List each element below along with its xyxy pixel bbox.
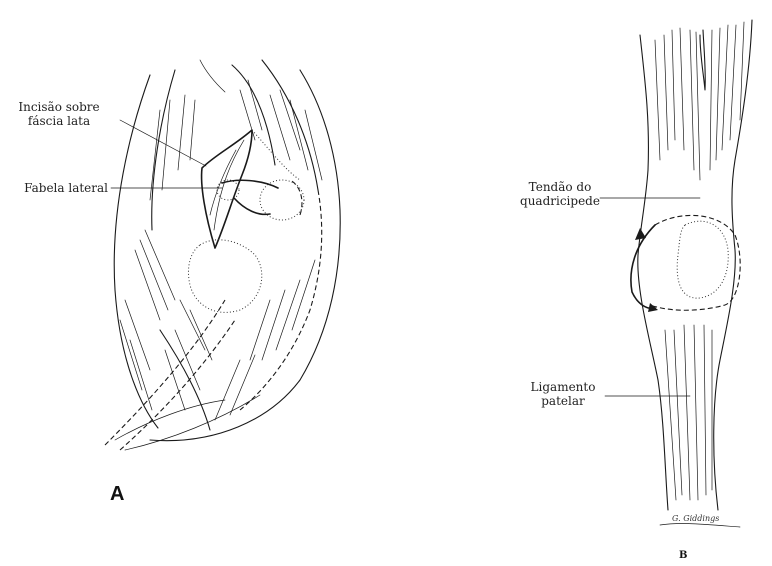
label-ligament: Ligamento patelar [522, 380, 604, 408]
label-ligament-line1: Ligamento [522, 380, 604, 394]
label-incision: Incisão sobre fáscia lata [0, 100, 118, 128]
label-tendon: Tendão do quadricipede [512, 180, 608, 208]
label-tendon-line2: quadricipede [512, 194, 608, 208]
artist-signature: G. Giddings [672, 514, 719, 523]
label-incision-line2: fáscia lata [0, 114, 118, 128]
panel-letter-a: A [110, 483, 124, 506]
panel-letter-b: B [679, 550, 687, 561]
label-incision-line1: Incisão sobre [0, 100, 118, 114]
label-tendon-line1: Tendão do [512, 180, 608, 194]
label-fabella: Fabela lateral [0, 181, 108, 195]
figure-a-drawing [105, 60, 340, 450]
figure-b-drawing [600, 20, 752, 527]
label-ligament-line2: patelar [522, 394, 604, 408]
